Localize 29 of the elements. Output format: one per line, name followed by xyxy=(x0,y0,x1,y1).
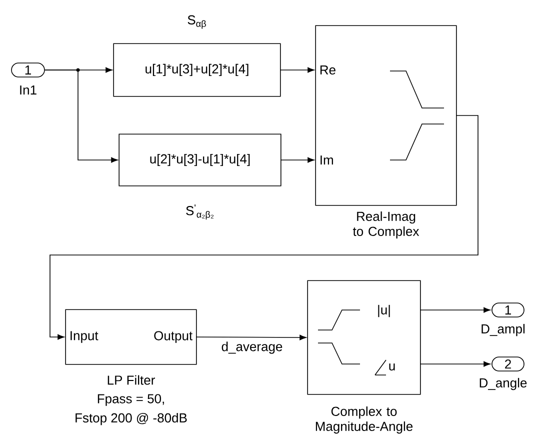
angle-label: u xyxy=(374,360,395,376)
node-label: Output xyxy=(154,331,192,343)
arrow xyxy=(280,67,314,73)
function-block: u[2]*u[3]-u[1]*u[4] xyxy=(118,134,282,186)
arrow xyxy=(420,361,490,367)
port-terminal: 2 xyxy=(492,356,524,372)
function-block: u[1]*u[3]+u[2]*u[4] xyxy=(113,43,281,97)
block-caption: Fstop 200 @ -80dB xyxy=(76,412,187,426)
block-caption: S$^{'}$α₂β₂ xyxy=(186,204,214,220)
arrow xyxy=(50,115,478,340)
node-label: Input xyxy=(70,331,98,343)
block-caption: In1 xyxy=(20,86,36,94)
arrow xyxy=(280,157,314,163)
block-caption: Real-Imag to Complex xyxy=(352,211,420,239)
node-label: Im xyxy=(320,156,333,164)
block-caption: S$_{αβ}$ xyxy=(188,15,206,29)
arrow xyxy=(44,70,118,163)
arrow xyxy=(420,307,490,313)
filter-block: Input Output xyxy=(65,309,197,365)
block-caption: Complex to Magnitude-Angle xyxy=(316,406,413,434)
block-caption: Fpass = 50, xyxy=(98,394,164,406)
node-label: Re xyxy=(320,65,336,75)
arrow xyxy=(196,334,306,340)
block-caption: LP Filter xyxy=(108,375,155,385)
edge-label: d_average xyxy=(222,342,282,354)
port-terminal: 1 xyxy=(492,302,524,318)
block-caption: D_angle xyxy=(480,378,527,390)
port-terminal: 1 xyxy=(11,62,45,78)
block-caption: D_ampl xyxy=(482,324,525,336)
